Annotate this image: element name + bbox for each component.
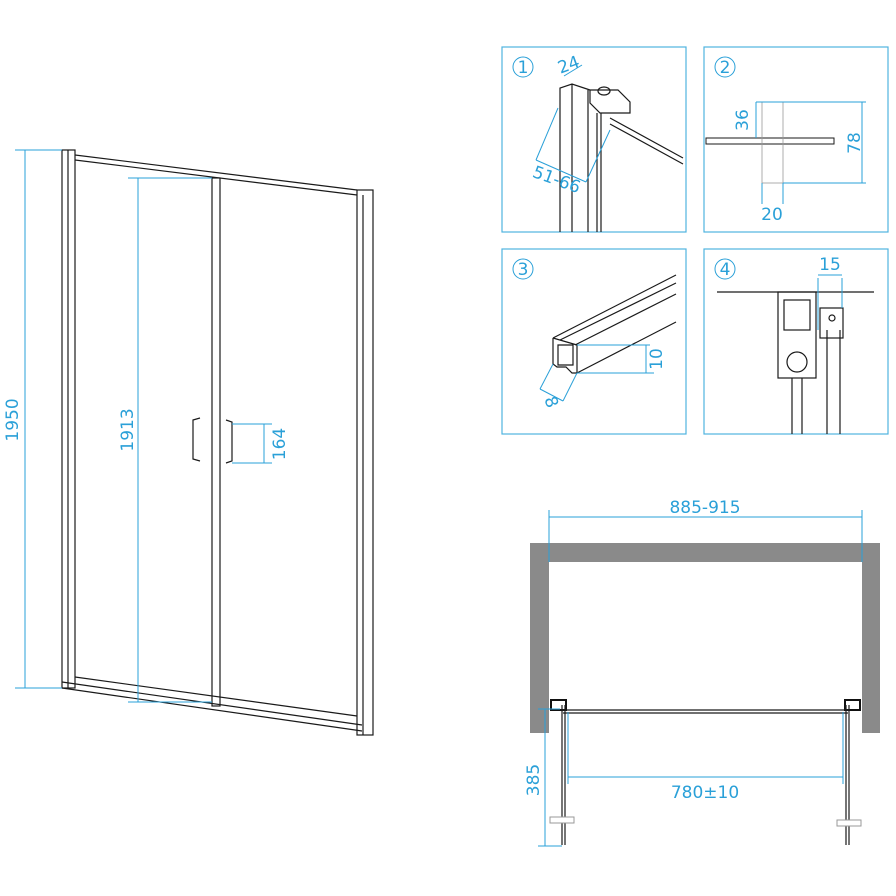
plan-view: 885-915 780±10 385 [524,498,880,847]
dimension-opening-width: 885-915 [548,498,863,562]
wall-right [862,543,880,733]
detail-panel-3: 3 10 8 [501,248,687,435]
detail-number: 2 [720,58,731,78]
front-view: 1950 1913 164 [3,149,374,736]
wall-left [530,543,549,733]
dimension-label: 20 [761,205,783,225]
detail-number: 3 [518,260,529,280]
dimension-label: 1913 [118,408,138,451]
dimension-label: 780±10 [671,783,739,803]
detail-number: 4 [720,260,731,280]
dimension-handle-height: 164 [232,423,290,464]
dimension-total-height: 1950 [3,149,62,689]
dimension-label: 885-915 [669,498,740,518]
door-frame [61,149,374,736]
detail-panel-2: 2 36 78 20 [703,46,889,233]
dimension-label: 78 [845,132,865,154]
dimension-label: 36 [733,109,753,131]
wall-back [530,543,880,562]
detail-panel-1: 1 24 51-66 [501,46,687,233]
detail-panel-4: 4 15 [703,248,889,435]
door-handle-left [192,417,201,462]
dimension-label: 10 [647,348,667,370]
dimension-door-swing: 385 [524,708,562,847]
dimension-glass-height: 1913 [118,177,212,703]
door-handle-right [225,419,233,464]
dimension-door-width: 780±10 [567,712,844,803]
dimension-label: 385 [524,764,544,796]
dimension-label: 164 [270,428,290,460]
detail-number: 1 [518,58,529,78]
dimension-label: 1950 [3,398,23,441]
door-plan [549,699,862,845]
dimension-label: 15 [819,255,841,275]
